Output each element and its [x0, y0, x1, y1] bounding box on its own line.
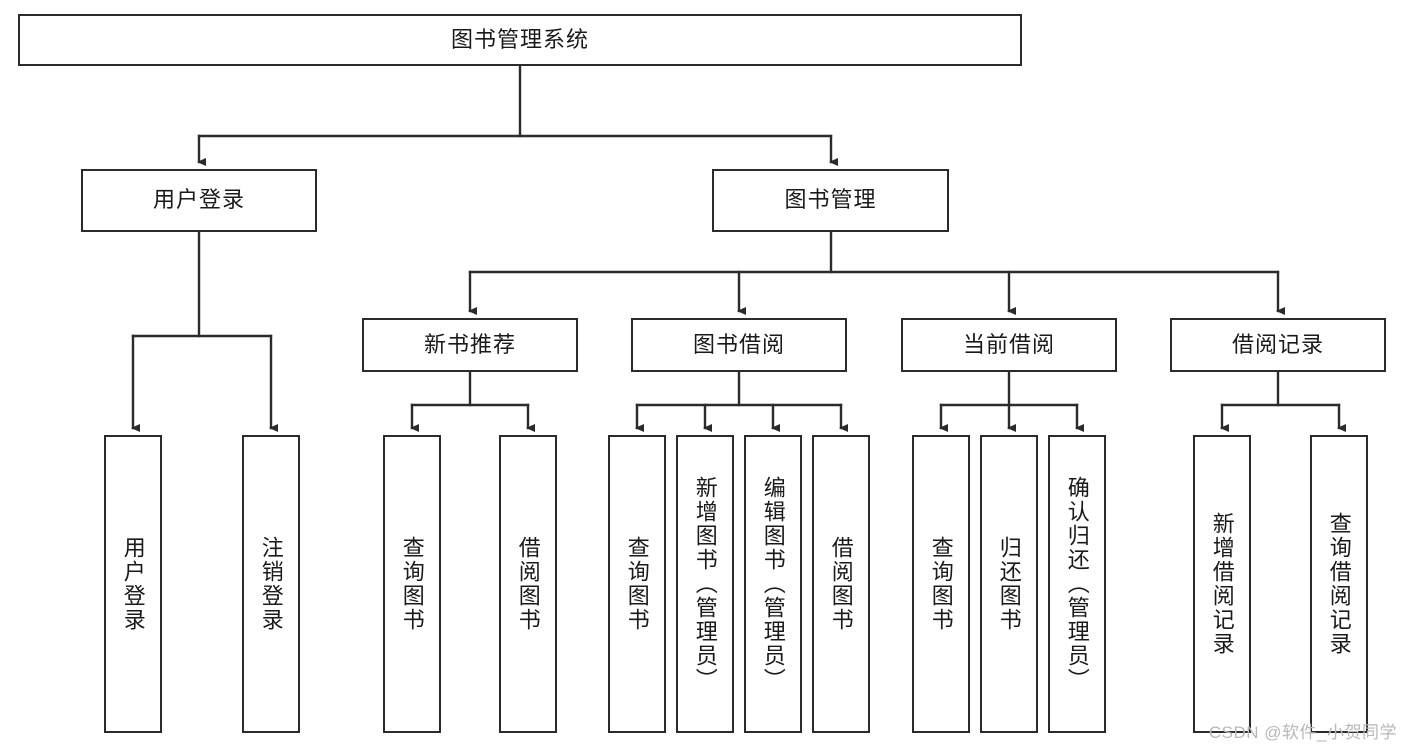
node-label: 图书管理: [784, 187, 877, 213]
node-new-book-recommend[interactable]: 新书推荐: [362, 318, 578, 372]
node-label: 借阅记录: [1231, 331, 1324, 357]
node-label: 查询图书: [624, 536, 650, 632]
leaf-borrow-edit-book-admin[interactable]: 编辑图书（管理员）: [744, 435, 802, 733]
leaf-borrow-query-book[interactable]: 查询图书: [608, 435, 666, 733]
node-label: 用户登录: [152, 187, 245, 213]
node-label: 当前借阅: [962, 331, 1055, 357]
node-label: 借阅图书: [828, 536, 854, 632]
node-book-borrow[interactable]: 图书借阅: [631, 318, 847, 372]
leaf-current-return-book[interactable]: 归还图书: [980, 435, 1038, 733]
node-label: 借阅图书: [515, 536, 541, 632]
leaf-new-book-query[interactable]: 查询图书: [383, 435, 441, 733]
leaf-borrow-borrow-book[interactable]: 借阅图书: [812, 435, 870, 733]
node-label: 注销登录: [258, 536, 284, 632]
node-label: 新增借阅记录: [1209, 512, 1235, 656]
leaf-current-confirm-return-admin[interactable]: 确认归还（管理员）: [1048, 435, 1106, 733]
node-label: 新增图书（管理员）: [692, 476, 718, 692]
node-label: 归还图书: [996, 536, 1022, 632]
node-root-book-management-system[interactable]: 图书管理系统: [18, 14, 1022, 66]
leaf-borrow-add-book-admin[interactable]: 新增图书（管理员）: [676, 435, 734, 733]
node-label: 用户登录: [120, 536, 146, 632]
leaf-user-login-logout[interactable]: 注销登录: [242, 435, 300, 733]
node-label: 查询图书: [928, 536, 954, 632]
leaf-record-add-record[interactable]: 新增借阅记录: [1193, 435, 1251, 733]
node-label: 确认归还（管理员）: [1064, 476, 1090, 692]
node-label: 新书推荐: [423, 331, 516, 357]
leaf-current-query-book[interactable]: 查询图书: [912, 435, 970, 733]
node-label: 图书借阅: [692, 331, 785, 357]
node-label: 查询借阅记录: [1326, 512, 1352, 656]
node-label: 编辑图书（管理员）: [760, 476, 786, 692]
node-label: 查询图书: [399, 536, 425, 632]
node-current-borrow[interactable]: 当前借阅: [901, 318, 1117, 372]
node-borrow-record[interactable]: 借阅记录: [1170, 318, 1386, 372]
leaf-user-login-login[interactable]: 用户登录: [104, 435, 162, 733]
node-label: 图书管理系统: [450, 26, 589, 52]
watermark-text: CSDN @软件_小贺同学: [1208, 723, 1397, 742]
node-book-management[interactable]: 图书管理: [712, 169, 949, 232]
node-user-login[interactable]: 用户登录: [81, 169, 317, 232]
leaf-record-query-record[interactable]: 查询借阅记录: [1310, 435, 1368, 733]
leaf-new-book-borrow[interactable]: 借阅图书: [499, 435, 557, 733]
